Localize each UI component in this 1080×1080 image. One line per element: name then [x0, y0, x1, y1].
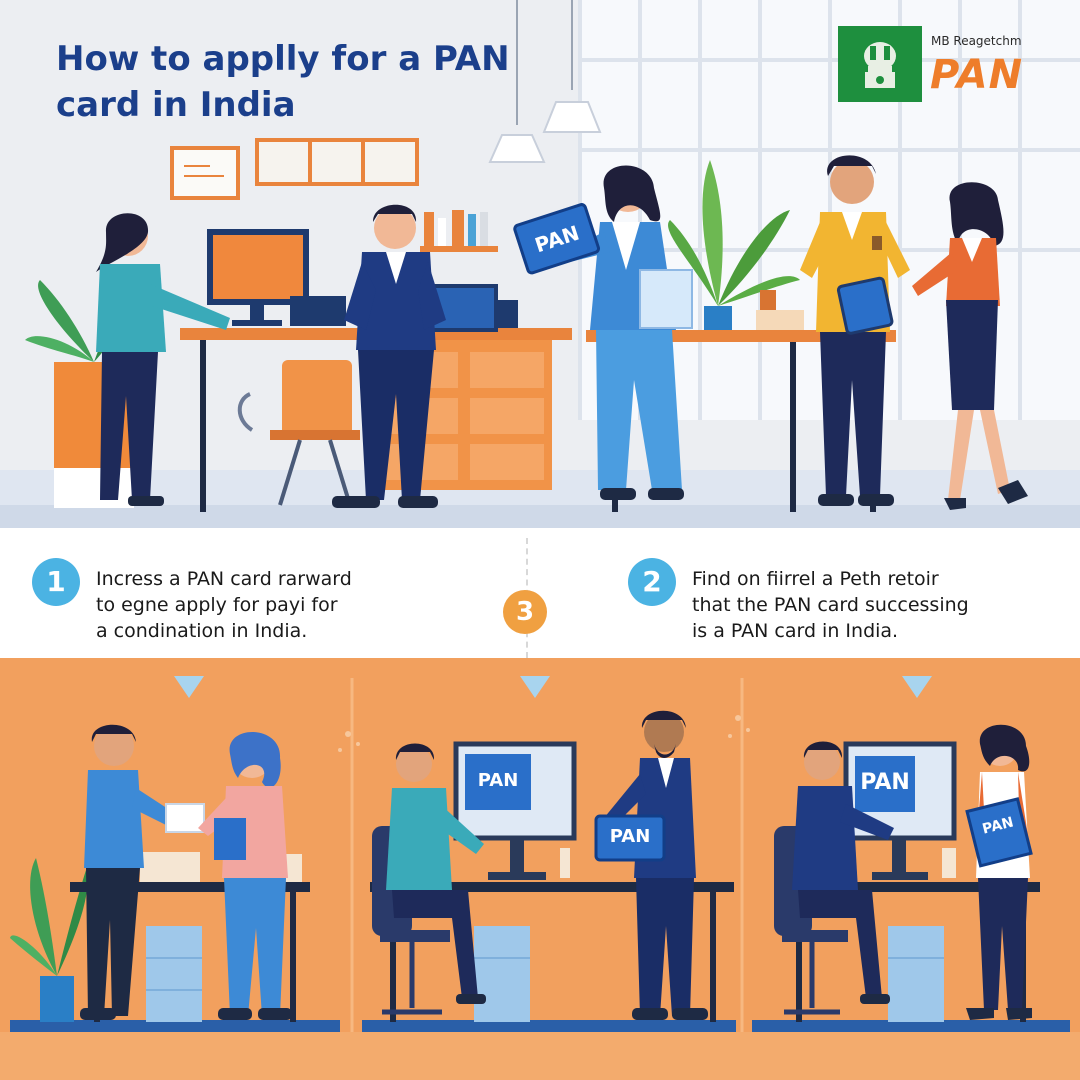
monitor-pan-screen-2: PAN — [465, 770, 531, 791]
national-emblem-icon — [838, 26, 922, 102]
step-3-number: 3 — [515, 597, 535, 627]
step-1-line-3: a condination in India. — [96, 620, 308, 642]
pan-logo: MB Reagetchm PAN — [838, 26, 1048, 102]
step-1-badge: 1 — [32, 558, 80, 606]
office-scene-top: PAN How to applly for a PAN card in Indi… — [0, 0, 1080, 528]
steps-strip: 1 Incress a PAN card rarward to egne app… — [0, 528, 1080, 658]
pan-card-label: PAN — [531, 220, 583, 258]
step-2-number: 2 — [642, 565, 662, 598]
step-2-line-3: is a PAN card in India. — [692, 620, 899, 642]
screen-2-label: PAN — [477, 770, 519, 791]
step-1-number: 1 — [46, 565, 66, 598]
title-line-1: How to applly for a PAN — [56, 39, 510, 79]
office-scene-bottom-illustration — [0, 658, 1080, 1080]
pointer-triangle-3 — [902, 676, 932, 698]
screen-3-label: PAN — [860, 770, 910, 795]
logo-top-text: MB Reagetchm — [931, 34, 1022, 48]
card-2-label: PAN — [609, 826, 651, 847]
step-3-badge: 3 — [503, 590, 547, 634]
step-2-line-2: that the PAN card successing — [692, 594, 969, 616]
step-1-line-2: to egne apply for payi for — [96, 594, 338, 616]
step-1-text: Incress a PAN card rarward to egne apply… — [96, 566, 352, 644]
pointer-triangle-2 — [520, 676, 550, 698]
office-scene-bottom: PAN PAN PAN PAN — [0, 658, 1080, 1080]
step-2-line-1: Find on fiirrel a Peth retoir — [692, 568, 939, 590]
title-line-2: card in India — [56, 85, 296, 125]
monitor-pan-screen-3: PAN — [855, 770, 915, 795]
step-2-text: Find on fiirrel a Peth retoir that the P… — [692, 566, 969, 644]
logo-brand-text: PAN — [930, 52, 1024, 98]
step-1-line-1: Incress a PAN card rarward — [96, 568, 352, 590]
pan-card-held-2: PAN — [596, 826, 664, 847]
step-2-badge: 2 — [628, 558, 676, 606]
page-title: How to applly for a PAN card in India — [56, 36, 576, 128]
pointer-triangle-1 — [174, 676, 204, 698]
